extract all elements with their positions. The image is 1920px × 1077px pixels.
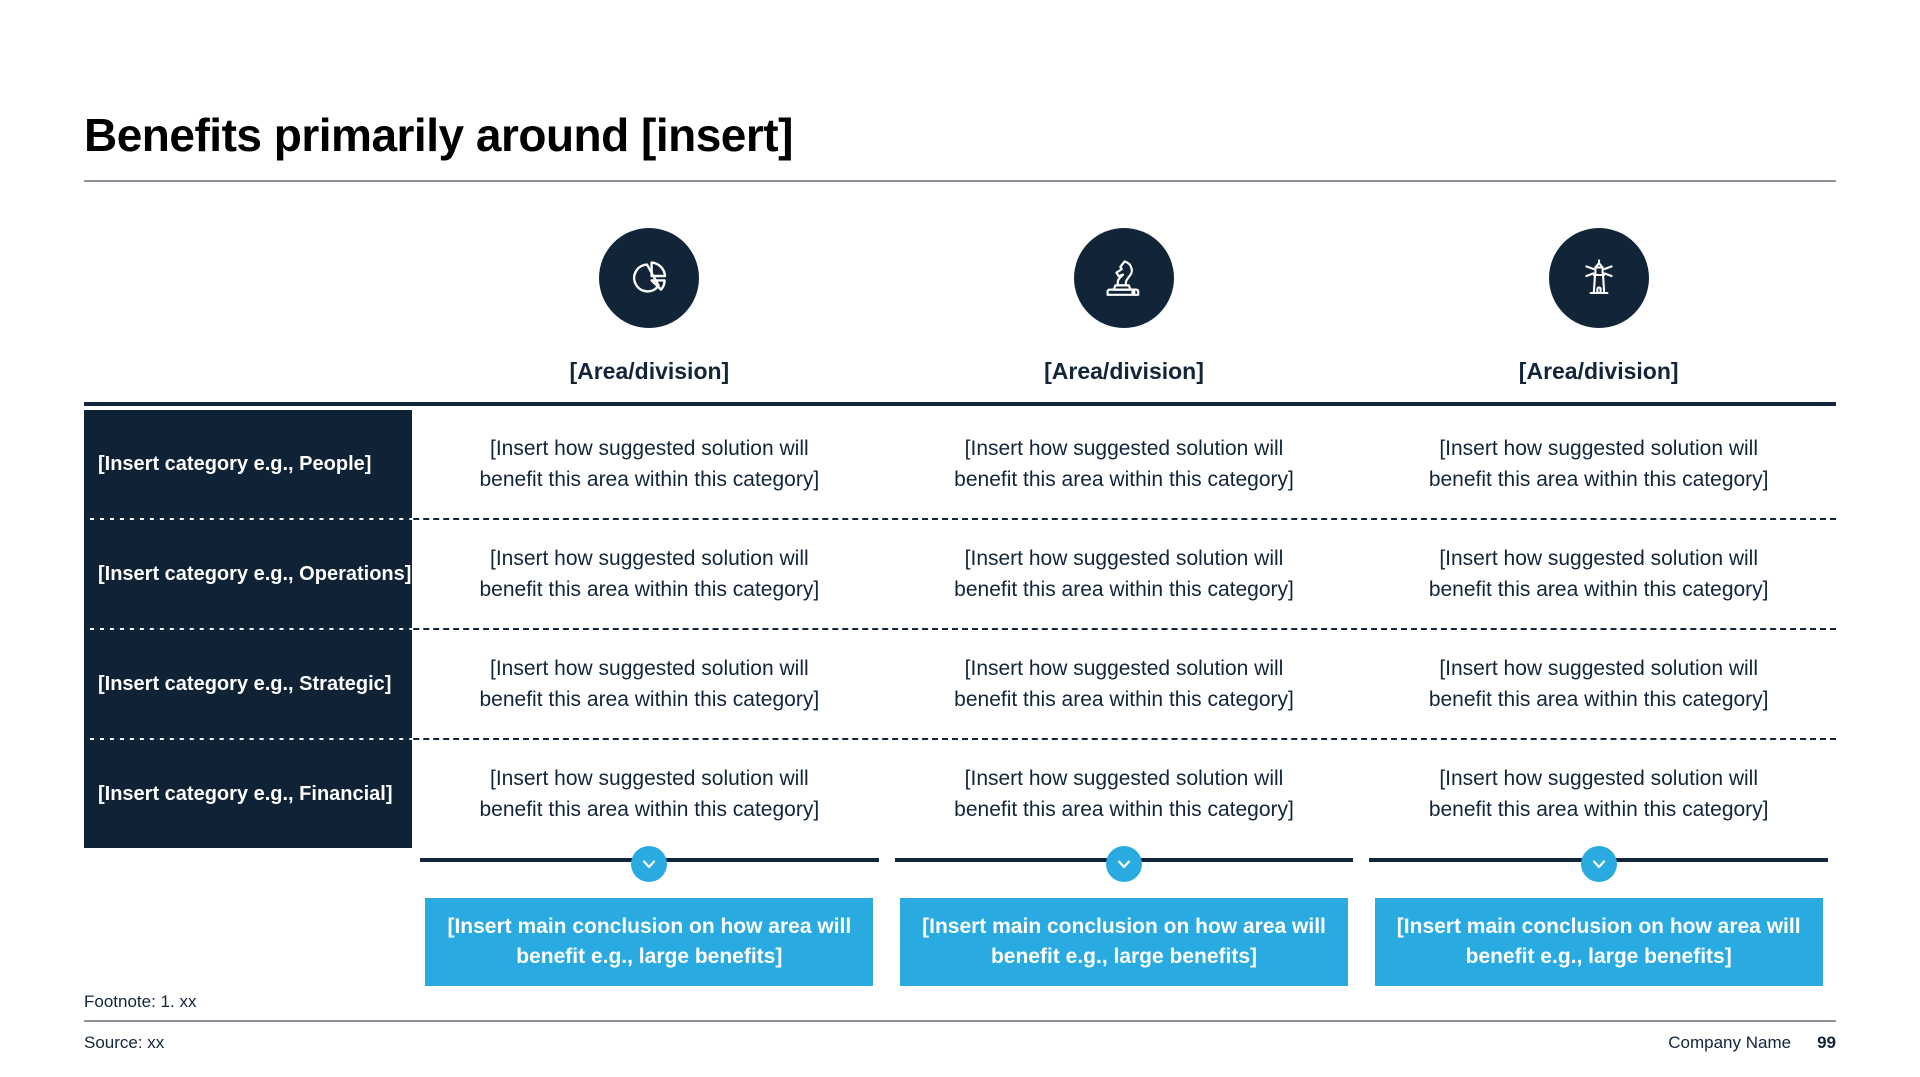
page-number: 99 bbox=[1817, 1033, 1836, 1052]
connector-1 bbox=[412, 846, 887, 892]
chevron-down-icon[interactable] bbox=[631, 846, 668, 882]
row-separator bbox=[84, 628, 1836, 630]
benefit-text: [Insert how suggested solution will bene… bbox=[1428, 546, 1769, 602]
table-row: [Insert category e.g., Strategic] [Inser… bbox=[84, 630, 1836, 740]
benefit-text: [Insert how suggested solution will bene… bbox=[954, 546, 1294, 602]
chevron-down-icon[interactable] bbox=[1580, 846, 1617, 882]
conclusion-wrap-2: [Insert main conclusion on how area will… bbox=[887, 898, 1362, 986]
column-header-1: [Area/division] bbox=[412, 228, 887, 385]
chevron-down-icon[interactable] bbox=[1106, 846, 1142, 882]
page-title: Benefits primarily around [insert] bbox=[84, 109, 793, 161]
conclusion-boxes: [Insert main conclusion on how area will… bbox=[412, 898, 1836, 986]
chess-knight-icon bbox=[1074, 228, 1174, 328]
title-divider bbox=[84, 180, 1836, 182]
table-row: [Insert category e.g., Financial] [Inser… bbox=[84, 740, 1836, 848]
footnote: Footnote: 1. xx bbox=[84, 992, 197, 1011]
benefit-text: [Insert how suggested solution will bene… bbox=[1428, 766, 1769, 822]
benefit-text: [Insert how suggested solution will bene… bbox=[954, 766, 1294, 822]
company-name: Company Name bbox=[1668, 1033, 1792, 1052]
benefit-cell: [Insert how suggested solution will bene… bbox=[887, 520, 1362, 628]
benefit-cell: [Insert how suggested solution will bene… bbox=[1361, 520, 1836, 628]
benefit-cell: [Insert how suggested solution will bene… bbox=[412, 740, 887, 848]
benefits-table: [Insert category e.g., People] [Insert h… bbox=[84, 410, 1836, 848]
category-cell: [Insert category e.g., Strategic] bbox=[84, 630, 412, 738]
conclusion-wrap-3: [Insert main conclusion on how area will… bbox=[1361, 898, 1836, 986]
benefit-cell: [Insert how suggested solution will bene… bbox=[887, 740, 1362, 848]
benefit-cell: [Insert how suggested solution will bene… bbox=[1361, 740, 1836, 848]
connector-3 bbox=[1361, 846, 1836, 892]
benefit-cell: [Insert how suggested solution will bene… bbox=[412, 520, 887, 628]
benefit-text: [Insert how suggested solution will bene… bbox=[954, 656, 1294, 712]
column-label: [Area/division] bbox=[1044, 358, 1204, 384]
conclusion-box: [Insert main conclusion on how area will… bbox=[425, 898, 874, 986]
column-headers: [Area/division] [Area/division] bbox=[412, 228, 1836, 385]
benefit-text: [Insert how suggested solution will bene… bbox=[479, 766, 820, 822]
column-header-2: [Area/division] bbox=[887, 228, 1362, 385]
lighthouse-icon bbox=[1548, 228, 1649, 328]
column-label: [Area/division] bbox=[569, 358, 730, 384]
category-cell: [Insert category e.g., People] bbox=[84, 410, 412, 518]
pie-chart-icon bbox=[599, 228, 700, 328]
benefit-text: [Insert how suggested solution will bene… bbox=[479, 656, 820, 712]
benefit-text: [Insert how suggested solution will bene… bbox=[1428, 436, 1769, 492]
benefit-cell: [Insert how suggested solution will bene… bbox=[1361, 630, 1836, 738]
category-cell: [Insert category e.g., Operations] bbox=[84, 520, 412, 628]
connector-2 bbox=[887, 846, 1362, 892]
benefit-text: [Insert how suggested solution will bene… bbox=[1428, 656, 1769, 712]
column-label: [Area/division] bbox=[1518, 358, 1679, 384]
source-note: Source: xx bbox=[84, 1033, 165, 1052]
category-cell: [Insert category e.g., Financial] bbox=[84, 740, 412, 848]
benefit-text: [Insert how suggested solution will bene… bbox=[954, 436, 1294, 492]
table-row: [Insert category e.g., People] [Insert h… bbox=[84, 410, 1836, 520]
conclusion-box: [Insert main conclusion on how area will… bbox=[900, 898, 1348, 986]
benefit-cell: [Insert how suggested solution will bene… bbox=[887, 410, 1362, 518]
benefit-cell: [Insert how suggested solution will bene… bbox=[1361, 410, 1836, 518]
benefit-cell: [Insert how suggested solution will bene… bbox=[412, 630, 887, 738]
table-header-rule bbox=[84, 402, 1836, 406]
table-row: [Insert category e.g., Operations] [Inse… bbox=[84, 520, 1836, 630]
column-header-3: [Area/division] bbox=[1361, 228, 1836, 385]
benefit-cell: [Insert how suggested solution will bene… bbox=[887, 630, 1362, 738]
conclusion-wrap-1: [Insert main conclusion on how area will… bbox=[412, 898, 887, 986]
benefit-text: [Insert how suggested solution will bene… bbox=[479, 436, 820, 492]
benefit-cell: [Insert how suggested solution will bene… bbox=[412, 410, 887, 518]
connectors bbox=[412, 846, 1836, 892]
benefit-text: [Insert how suggested solution will bene… bbox=[479, 546, 820, 602]
row-separator bbox=[84, 518, 1836, 520]
conclusion-box: [Insert main conclusion on how area will… bbox=[1374, 898, 1823, 986]
row-separator bbox=[84, 738, 1836, 740]
footer-right: Company Name 99 bbox=[1668, 1033, 1836, 1053]
footer-divider bbox=[84, 1020, 1836, 1022]
